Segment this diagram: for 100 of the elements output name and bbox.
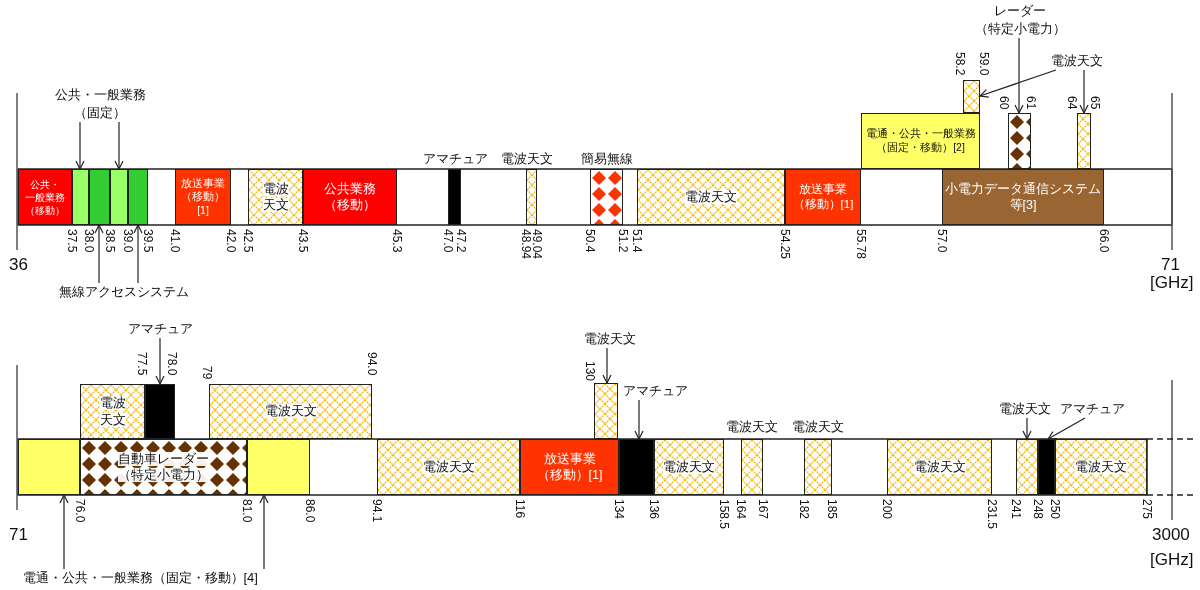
tick-label: 61 — [1024, 96, 1038, 110]
tick-label: 94.0 — [365, 352, 379, 376]
band-block — [654, 439, 724, 495]
tick-label: 241 — [1009, 499, 1023, 520]
tick-label: 158.5 — [717, 499, 731, 530]
band-label: 電波天文 — [1074, 458, 1128, 476]
tick-label: 38.5 — [103, 229, 117, 253]
service-label: 電波天文 — [584, 330, 636, 348]
band-block — [247, 439, 310, 495]
leader-arrow — [1022, 417, 1032, 440]
band-label: 電波天文 — [662, 458, 716, 476]
band-label: 放送事業（移動）[1] — [535, 450, 604, 484]
leader-arrow — [133, 224, 143, 284]
tick-label: 43.5 — [296, 229, 310, 253]
service-label: 電波天文 — [999, 400, 1051, 418]
tick-label: 81.0 — [240, 499, 254, 523]
leader-arrow — [155, 337, 165, 385]
tick-label: 51.2 — [616, 229, 630, 253]
service-label: 電波天文 — [1051, 52, 1103, 70]
tick-label: 134 — [612, 499, 626, 520]
axis-value: 36 — [9, 255, 28, 275]
band-block — [209, 384, 372, 439]
band-block — [80, 384, 145, 439]
tick-label: 66.0 — [1097, 229, 1111, 253]
band-label: 公共・一般業務（移動） — [24, 177, 66, 217]
tick-label: 94.1 — [370, 499, 384, 523]
tick-label: 231.5 — [985, 499, 999, 530]
band-block — [741, 439, 763, 495]
band-block — [520, 439, 619, 495]
tick-label: 59.0 — [977, 52, 991, 76]
band-block — [1038, 439, 1055, 495]
band-block — [1008, 113, 1031, 169]
leader-arrow — [75, 121, 85, 170]
tick-label: 57.0 — [935, 229, 949, 253]
service-label: 無線アクセスシステム — [59, 283, 189, 301]
leader-arrow — [1014, 37, 1024, 114]
tick-label: 78.0 — [165, 352, 179, 376]
band-block — [619, 439, 654, 495]
service-label: アマチュア — [1059, 400, 1125, 418]
band-block — [80, 439, 247, 495]
tick-label: 182 — [797, 499, 811, 520]
service-label: 公共・一般業務（固定） — [50, 86, 150, 122]
band-block — [128, 169, 148, 225]
tick-label: 42.5 — [241, 229, 255, 253]
band-block — [72, 169, 89, 225]
tick-label: 130 — [583, 361, 597, 382]
band-block — [887, 439, 992, 495]
band-block — [804, 439, 832, 495]
tick-label: 50.4 — [583, 229, 597, 253]
band-block — [526, 169, 537, 225]
band-block — [110, 169, 128, 225]
band-block — [377, 439, 520, 495]
service-label: レーダー（特定小電力） — [970, 2, 1070, 38]
tick-label: 42.0 — [224, 229, 238, 253]
band-block — [1077, 113, 1091, 169]
band-block — [18, 439, 80, 495]
tick-label: 79 — [200, 366, 214, 380]
band-caption: 電波天文 — [792, 418, 844, 436]
tick-label: 49.04 — [530, 229, 544, 260]
band-block — [448, 169, 461, 225]
leader-arrow — [602, 347, 612, 384]
band-block — [590, 169, 623, 225]
leader-arrow — [114, 121, 124, 170]
tick-label: 86.0 — [303, 499, 317, 523]
band-block — [1055, 439, 1147, 495]
band-label: 電通・公共・一般業務（固定・移動）[2] — [864, 127, 977, 155]
tick-label: 60 — [997, 96, 1011, 110]
tick-label: 54.25 — [778, 229, 792, 260]
service-label: 電通・公共・一般業務（固定・移動）[4] — [22, 569, 258, 587]
band-label: 放送事業（移動）[1] — [180, 176, 226, 218]
band-label: 電波天文 — [684, 188, 738, 206]
tick-label: 38.0 — [82, 229, 96, 253]
band-block — [594, 383, 618, 439]
band-label: 公共業務（移動） — [323, 180, 377, 214]
axis-value: 3000 — [1152, 525, 1190, 545]
leader-arrow — [1079, 69, 1089, 114]
band-label: 自動車レーダー（特定小電力） — [117, 450, 210, 484]
tick-label: 64 — [1065, 96, 1079, 110]
tick-label: 51.4 — [630, 229, 644, 253]
band-block — [637, 169, 785, 225]
tick-label: 275 — [1140, 499, 1154, 520]
band-block — [861, 113, 980, 169]
band-label: 電波天文 — [261, 180, 290, 214]
band-block — [175, 169, 231, 225]
leader-arrow — [259, 494, 269, 570]
band-label: 電波天文 — [263, 403, 318, 420]
leader-arrow — [634, 399, 644, 440]
band-block — [942, 169, 1104, 225]
band-block — [785, 169, 861, 225]
band-caption: 電波天文 — [501, 150, 553, 168]
leader-arrow — [94, 224, 104, 284]
band-block — [963, 80, 980, 113]
tick-label: 48.94 — [519, 229, 533, 260]
tick-label: 55.78 — [854, 229, 868, 260]
band-block — [1016, 439, 1038, 495]
tick-label: 167 — [756, 499, 770, 520]
tick-label: 65 — [1088, 96, 1102, 110]
axis-value: 71 — [9, 525, 28, 545]
band-label: 放送事業（移動）[1] — [791, 182, 855, 212]
leader-arrow — [979, 69, 1057, 98]
